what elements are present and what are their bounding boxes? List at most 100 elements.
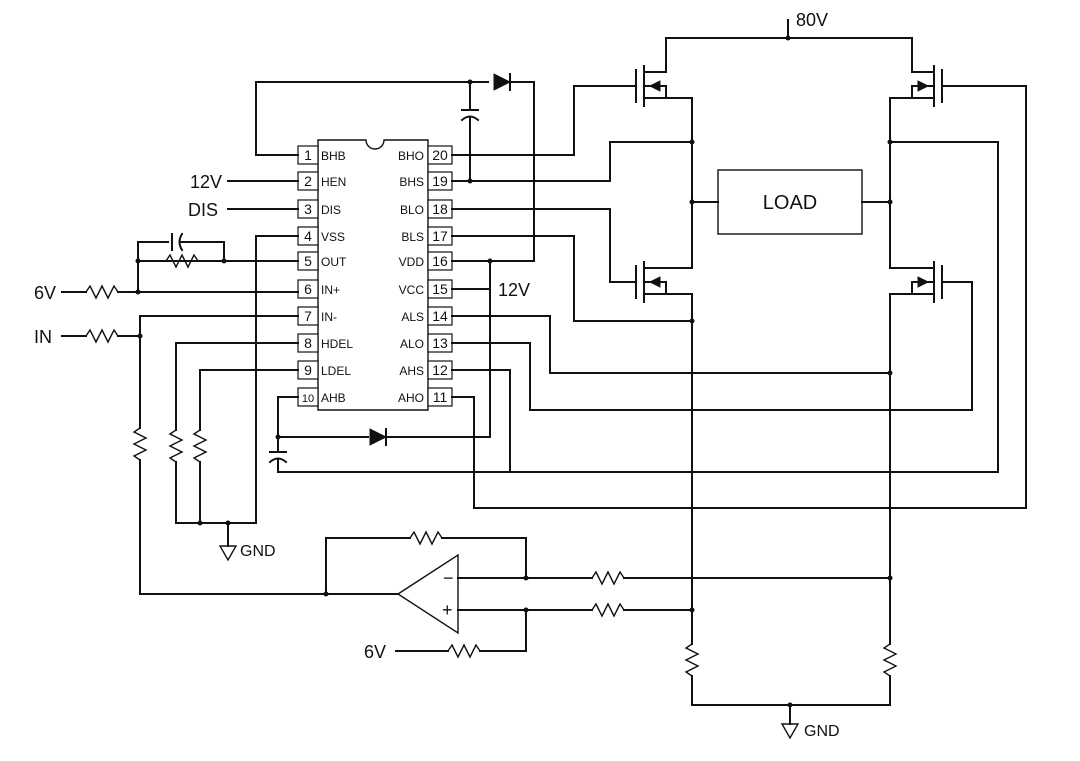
ic-pin-name: HEN [321, 175, 346, 189]
label-80v: 80V [796, 10, 828, 30]
load-box [717, 169, 863, 235]
ic-pin-number: 5 [304, 253, 312, 269]
ic-pin-number: 6 [304, 281, 312, 297]
label-in-plus-6v: 6V [34, 283, 56, 303]
opamp-feedback-resistor [409, 530, 443, 546]
input-divider-resistor [132, 427, 148, 461]
ic-pin-number: 2 [304, 173, 312, 189]
ic-pin-number: 9 [304, 362, 312, 378]
mosfet-upper-right [889, 65, 949, 143]
sense-resistor-left [684, 643, 700, 677]
ic-pin-number: 7 [304, 308, 312, 324]
mosfet-lower-right [889, 141, 949, 374]
ic-pin-name: IN- [321, 310, 337, 324]
left-input-network [61, 180, 399, 595]
ic-pin-name: VCC [399, 283, 425, 297]
ic-pin-name: BHB [321, 149, 346, 163]
feedback-resistor [165, 253, 199, 269]
ic-pin-number: 17 [432, 228, 448, 244]
ic-pin-name: AHS [399, 364, 424, 378]
load-label: LOAD [763, 192, 817, 214]
mosfet-upper-left [629, 65, 693, 143]
ic-pin-right: 16 VDD [399, 251, 453, 271]
ic-pin-left: 2 HEN [297, 171, 346, 191]
label-gnd-left: GND [240, 543, 276, 560]
ldel-resistor [192, 429, 208, 463]
ic-pin-right: 15 VCC [399, 279, 453, 299]
ic-pin-name: AHO [398, 391, 424, 405]
ic-pin-left: 8 HDEL [297, 333, 353, 353]
ic-pin-number: 8 [304, 335, 312, 351]
ic-pin-left: 1 BHB [297, 145, 346, 165]
ic-pin-name: OUT [321, 255, 347, 269]
input-resistor [85, 328, 119, 344]
ic-pin-name: IN+ [321, 283, 340, 297]
ic-pin-name: ALO [400, 337, 424, 351]
ic-pin-name: DIS [321, 203, 341, 217]
ic-pin-number: 12 [432, 362, 448, 378]
ic-pin-left: 10 AHB [297, 387, 346, 407]
ic-pin-name: AHB [321, 391, 346, 405]
ic-pin-number: 20 [432, 147, 448, 163]
ic-pin-left: 7 IN- [297, 306, 337, 326]
ic-pin-right: 18 BLO [400, 199, 453, 219]
label-opamp-6v: 6V [364, 642, 386, 662]
ic-pin-number: 1 [304, 147, 312, 163]
ic-pin-right: 20 BHO [398, 145, 453, 165]
ic-pin-number: 15 [432, 281, 448, 297]
gate-drive-routing [451, 85, 1027, 509]
ic-pin-name: BHS [399, 175, 424, 189]
opamp-plus-sign: + [442, 600, 453, 620]
ic-pin-number: 18 [432, 201, 448, 217]
ic-pin-name: HDEL [321, 337, 353, 351]
opamp-symbol [396, 553, 459, 635]
bootstrap-a-diode [369, 428, 388, 446]
ic-pin-right: 11 AHO [398, 387, 453, 407]
current-sense-opamp [323, 530, 891, 659]
bootstrap-b-circuit [255, 73, 535, 262]
label-vcc-12v: 12V [498, 280, 530, 300]
in-plus-resistor [85, 284, 119, 300]
ic-pin-name: VDD [399, 255, 425, 269]
label-gnd-bottom: GND [804, 723, 840, 740]
sense-resistor-right [882, 643, 898, 677]
bootstrap-b-diode [493, 73, 512, 91]
ic-pin-number: 13 [432, 335, 448, 351]
mosfet-lower-left [629, 141, 693, 322]
ic-pin-number: 16 [432, 253, 448, 269]
signal-labels: 80V 12V DIS 6V IN 12V GND 6V GND LOAD − … [34, 10, 840, 740]
opamp-ref-resistor [447, 643, 481, 659]
ic-pin-left: 5 OUT [297, 251, 347, 271]
h-bridge [629, 19, 949, 740]
hdel-resistor [168, 429, 184, 463]
ic-pin-number: 10 [302, 393, 314, 405]
gnd-left-symbol [218, 545, 238, 562]
ic-pin-name: BHO [398, 149, 424, 163]
ic-pin-left: 3 DIS [297, 199, 341, 219]
label-dis: DIS [188, 200, 218, 220]
bootstrap-b-capacitor [460, 109, 480, 122]
gnd-bottom-symbol [780, 723, 800, 740]
opamp-minus-resistor [591, 570, 625, 586]
bootstrap-a-capacitor [268, 451, 288, 464]
ic-pin-right: 13 ALO [400, 333, 453, 353]
opamp-plus-resistor [591, 602, 625, 618]
ic-pin-name: BLS [401, 230, 424, 244]
ic-pin-number: 19 [432, 173, 448, 189]
ic-pin-right: 19 BHS [399, 171, 453, 191]
ic-pin-number: 4 [304, 228, 312, 244]
ic-pin-number: 3 [304, 201, 312, 217]
ic-pin-name: BLO [400, 203, 424, 217]
label-in: IN [34, 327, 52, 347]
ic-pin-name: ALS [401, 310, 424, 324]
ic-pin-name: VSS [321, 230, 345, 244]
ic-pin-left: 4 VSS [297, 226, 345, 246]
opamp-minus-sign: − [443, 568, 454, 588]
ic-pin-number: 11 [433, 389, 448, 405]
